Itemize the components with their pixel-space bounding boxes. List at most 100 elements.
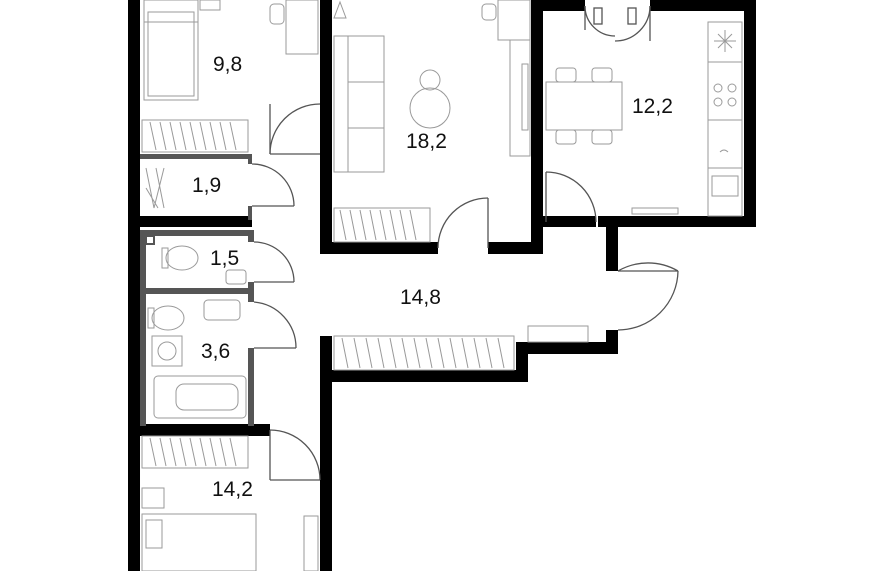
door-closet-arc [251,163,295,207]
kitchen-counter [707,21,743,217]
tv-unit [509,39,531,157]
closet-shelves [145,167,165,209]
bathtub [153,375,247,419]
wall-living-bottom-left [320,242,438,254]
door-entrance-arc [617,262,679,272]
room-area-living-room: 18,2 [406,130,447,153]
door-kitchen-arc [545,171,597,223]
room-area-bathroom: 3,6 [201,340,231,363]
chair-living [481,3,497,21]
wardrobe-bottom [141,435,249,469]
room-area-closet: 1,9 [192,174,222,197]
tv [521,63,529,131]
door-bedroom-bottom-arc [269,429,321,481]
doors [251,5,679,481]
wall-hall-right [606,216,618,271]
wall-bedroom-bottom-right-cap [320,430,324,432]
nightstand-bottom [141,487,165,509]
toilet-bath [151,305,185,331]
radiator-kitchen [631,207,679,215]
wardrobe-top [141,119,249,153]
lamp-living [333,0,347,19]
wall-kitchen-door-stub [577,0,585,6]
tv-bottom [303,515,319,571]
partition-bath-right-low [248,348,254,426]
walls [128,0,756,571]
wall-left-outer [128,0,140,571]
door-living-arc [437,197,489,249]
desk-top [285,0,319,55]
wall-bedroom-top-right [320,0,332,252]
kitchen-table [545,81,623,131]
desk-living [497,0,531,41]
stove-burner-3 [713,97,723,107]
bed-bottom [141,513,257,571]
toilet-bath-tank [147,307,155,329]
stove-burner-1 [713,83,723,93]
room-area-bedroom-bottom: 14,2 [212,478,253,501]
chair-top [269,3,285,25]
wall-hall-bottom-right [516,342,618,354]
furniture [141,0,743,571]
sofa [333,35,385,173]
wall-closet-bottom [128,216,252,227]
wall-kitchen-bottom-right [598,216,756,227]
washer-drum [157,341,177,361]
wardrobe-living [333,207,431,243]
door-balcony-panel-right [627,7,637,25]
partition-bath-right [248,230,254,242]
bed-top-inner [147,11,195,97]
wall-living-kitchen [531,0,543,254]
wall-bath-bottom [128,424,270,436]
partition-closet-right-lower [248,206,252,220]
washer [151,335,183,367]
stove-burner-2 [727,83,737,93]
kitchen-chair-3 [555,129,577,145]
wall-kitchen-right [744,0,756,227]
bathtub-inner [175,383,239,411]
wardrobe-hall-hangers [341,337,505,369]
toilet-wc [165,245,199,271]
partition-wc-bottom [140,288,254,294]
door-wc-arc [253,241,295,283]
wardrobe-bottom-hangers [149,437,237,467]
room-area-hall: 14,8 [400,286,441,309]
door-bath-arc [253,301,297,349]
kitchen-tap [719,149,729,153]
room-area-wc: 1,5 [210,247,240,270]
room-area-bedroom-top: 9,8 [213,53,243,76]
wall-hall-bottom [320,370,528,382]
bed-top [143,0,199,101]
kitchen-sink [711,175,739,197]
living-chair-icon [419,69,441,91]
wall-kitchen-bottom-left [531,216,596,227]
wall-kitchen-top-left [531,0,585,11]
partitions [140,154,254,426]
door-entrance-arc-2 [617,270,679,331]
partition-bath-inner [145,235,155,245]
partition-wc-top [140,230,254,236]
nightstand-top [199,0,221,11]
kitchen-chair-4 [591,129,613,145]
wall-living-bottom-right [488,242,543,254]
hood-icon [714,30,736,52]
living-table-icon [409,87,451,129]
sink-bath [203,299,241,321]
kitchen-chair-2 [591,67,613,83]
partition-closet-top [140,154,252,159]
wardrobe-living-hangers [339,209,417,241]
room-area-kitchen: 12,2 [632,95,673,118]
door-balcony-panel-left [593,7,603,25]
sofa-back [333,35,349,173]
bed-bottom-pillow [145,519,163,549]
partition-wc-left [140,230,146,426]
wall-kitchen-top-right [650,0,756,11]
partition-bath-right-mid [248,282,254,302]
kitchen-chair-1 [555,67,577,83]
wardrobe-top-hangers [149,121,237,151]
wall-bedroom-bottom-right [320,336,332,571]
hall-cabinet [527,325,589,343]
partition-closet-right [248,154,252,164]
sink-wc [225,269,247,285]
